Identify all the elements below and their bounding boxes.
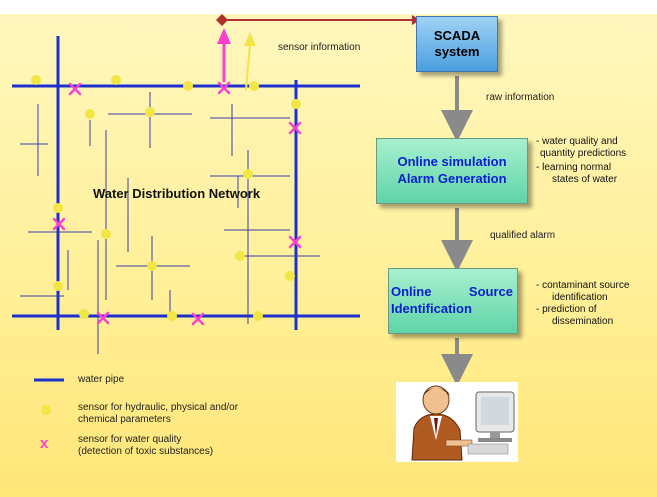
scada-system-box: SCADA system — [416, 16, 498, 72]
hydraulic-sensor-dot — [79, 309, 89, 319]
hydraulic-sensor-dot — [235, 251, 245, 261]
quality-sensor-marker — [52, 217, 66, 231]
hydraulic-sensors — [31, 75, 301, 321]
online-simulation-box: Online simulation Alarm Generation — [376, 138, 528, 204]
hydraulic-sensor-dot — [167, 311, 177, 321]
main-pipes — [12, 36, 360, 330]
cropped-caption — [0, 0, 657, 6]
source-note-line: - contaminant source — [536, 280, 630, 291]
simulation-notes: - water quality and quantity predictions… — [536, 136, 626, 186]
alarm-generation-title: Alarm Generation — [397, 171, 507, 186]
simulation-note-line: quantity predictions — [540, 148, 627, 159]
network-title: Water Distribution Network — [93, 186, 261, 201]
source-notes: - contaminant source identification - pr… — [536, 280, 629, 328]
source-title-row: Online Source — [391, 283, 513, 300]
identification-title: Identification — [391, 301, 472, 316]
hydraulic-sensor-dot — [253, 311, 263, 321]
operator-illustration — [396, 382, 518, 462]
raw-information-label: raw information — [486, 92, 555, 103]
hydraulic-sensor-dot — [111, 75, 121, 85]
hydraulic-sensor-dot — [31, 75, 41, 85]
source-identification-box: Online Source Identification — [388, 268, 518, 334]
legend-pipe-label: water pipe — [78, 374, 125, 385]
quality-sensor-marker — [96, 311, 110, 325]
hydraulic-sensor-dot — [147, 261, 157, 271]
source-title-word-2: Source — [468, 284, 513, 299]
hydraulic-sensor-dot — [291, 99, 301, 109]
cropped-caption-strip — [0, 0, 657, 14]
legend-hydraulic-line-2: chemical parameters — [78, 414, 171, 425]
sensor-information-label: sensor information — [278, 42, 361, 53]
qualified-alarm-label: qualified alarm — [490, 230, 556, 241]
quality-sensor-marker — [288, 235, 302, 249]
source-note-line: - prediction of — [536, 304, 597, 315]
legend-sensor-dot-icon — [41, 405, 51, 415]
hydraulic-sensor-dot — [249, 81, 259, 91]
simulation-title: Online simulation — [397, 154, 507, 169]
quality-sensor-marker — [217, 81, 231, 95]
source-title-word-1: Online — [391, 284, 432, 299]
source-note-line: identification — [552, 292, 608, 303]
hydraulic-sensor-dot — [101, 229, 111, 239]
hydraulic-sensor-dot — [85, 109, 95, 119]
hydraulic-sensor-dot — [285, 271, 295, 281]
hydraulic-sensor-dot — [243, 169, 253, 179]
simulation-note-line: - learning normal — [536, 162, 612, 173]
hydraulic-sensor-dot — [53, 203, 63, 213]
quality-sensor-marker — [68, 82, 82, 96]
legend-hydraulic-line-1: sensor for hydraulic, physical and/or — [78, 402, 239, 413]
scada-subtitle: system — [434, 44, 480, 59]
simulation-note-line: - water quality and — [536, 136, 618, 147]
legend-quality-marker-icon: x — [40, 435, 49, 452]
secondary-pipes — [20, 92, 320, 354]
hydraulic-sensor-dot — [183, 81, 193, 91]
sensor-information-arrow — [216, 14, 420, 91]
legend-hydraulic-sensor-label: sensor for hydraulic, physical and/or ch… — [78, 402, 238, 426]
legend-graphics — [34, 378, 64, 415]
hydraulic-sensor-dot — [53, 281, 63, 291]
scada-title: SCADA — [433, 28, 481, 43]
quality-sensor-marker — [191, 312, 205, 326]
quality-sensors — [52, 81, 302, 326]
quality-sensor-marker — [288, 121, 302, 135]
legend-quality-line-2: (detection of toxic substances) — [78, 446, 214, 457]
hydraulic-sensor-dot — [145, 107, 155, 117]
legend-quality-sensor-label: sensor for water quality (detection of t… — [78, 434, 213, 458]
source-note-line: dissemination — [552, 316, 614, 327]
legend-quality-line-1: sensor for water quality — [78, 434, 182, 445]
simulation-note-line: states of water — [552, 174, 618, 185]
